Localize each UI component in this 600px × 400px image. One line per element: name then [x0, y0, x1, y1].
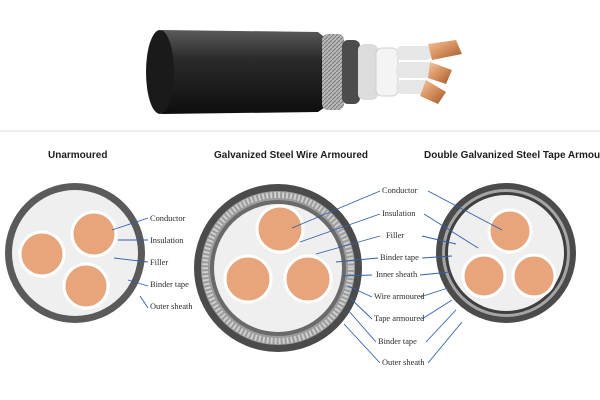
- conductor-core: [511, 253, 557, 299]
- conductor-core: [18, 230, 66, 278]
- label-filler: Filler: [386, 231, 405, 240]
- label-tape-armoured: Tape armoured: [374, 314, 425, 323]
- label-conductor: Conductor: [382, 186, 418, 195]
- label-binder-tape: Binder tape: [150, 280, 189, 289]
- unarmoured-cross-section: [5, 183, 145, 323]
- label-inner-sheath: Inner sheath: [376, 270, 418, 279]
- label-binder-tape: Binder tape: [378, 337, 417, 346]
- wire-armoured-leaders: [291, 190, 381, 364]
- panel-title-double-tape-armoured: Double Galvanized Steel Tape Armoured: [424, 150, 600, 161]
- unarmoured-leaders: [111, 217, 149, 309]
- panel-title-unarmoured: Unarmoured: [48, 150, 108, 161]
- conductor-core: [223, 254, 273, 304]
- label-conductor: Conductor: [150, 214, 186, 223]
- tape-armoured-cross-section: [436, 183, 576, 323]
- cable-illustration: [146, 30, 462, 114]
- label-wire-armoured: Wire armoured: [374, 292, 425, 301]
- conductor-core: [62, 262, 110, 310]
- panel-title-wire-armoured: Galvanized Steel Wire Armoured: [214, 150, 369, 161]
- label-insulation: Insulation: [150, 236, 184, 245]
- conductor-core: [255, 204, 305, 254]
- conductor-core: [70, 210, 118, 258]
- wire-armoured-cross-section: [194, 184, 362, 352]
- label-outer-sheath: Outer sheath: [150, 302, 193, 311]
- conductor-core: [487, 208, 533, 254]
- label-insulation: Insulation: [382, 209, 416, 218]
- label-filler: Filler: [150, 258, 169, 267]
- label-outer-sheath: Outer sheath: [382, 358, 425, 367]
- label-binder-tape: Binder tape: [380, 253, 419, 262]
- tape-armoured-leaders: [419, 190, 503, 364]
- cross-sections: [0, 130, 600, 364]
- conductor-core: [461, 253, 507, 299]
- conductor-core: [283, 254, 333, 304]
